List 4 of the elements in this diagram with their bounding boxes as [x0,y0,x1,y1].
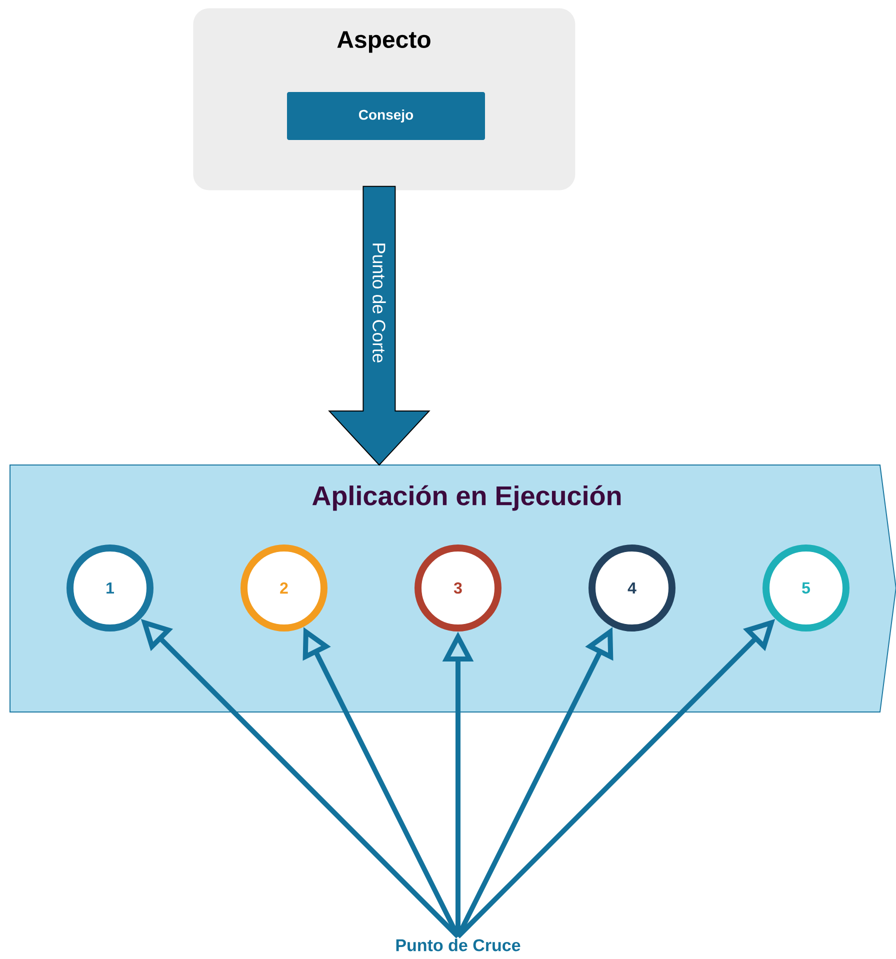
crossing-point-label: Punto de Cruce [396,938,520,952]
edge-label: Punto de Corte [372,244,386,362]
block-arrow [328,186,430,466]
advice-box: Consejo [287,92,485,140]
